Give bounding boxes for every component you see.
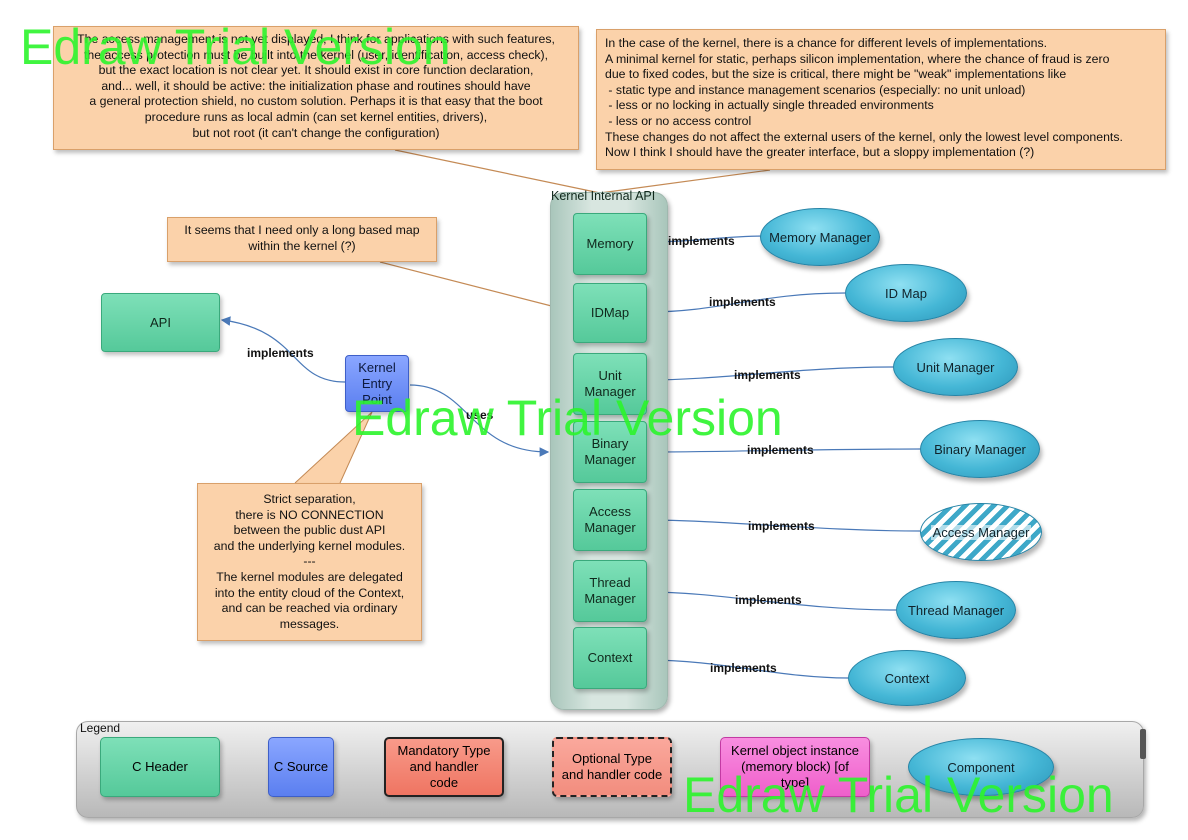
- note-kernel-levels: In the case of the kernel, there is a ch…: [596, 29, 1166, 170]
- edge-entry-kernel: [409, 384, 550, 457]
- note-line: ---: [303, 554, 316, 569]
- legend-mandatory-type: Mandatory Type and handler code: [384, 737, 504, 797]
- header-access-manager[interactable]: Access Manager: [573, 489, 647, 551]
- component-binary-manager[interactable]: Binary Manager: [920, 420, 1040, 478]
- component-label: Unit Manager: [916, 359, 995, 375]
- component-id-map[interactable]: ID Map: [845, 264, 967, 322]
- edge-idmap: [646, 292, 846, 317]
- header-memory[interactable]: Memory: [573, 213, 647, 275]
- header-label: Access Manager: [584, 504, 636, 535]
- legend-label: Mandatory Type and handler code: [397, 743, 491, 790]
- edge-label-implements: implements: [747, 443, 814, 457]
- note-line: Now I think I should have the greater in…: [605, 145, 1035, 160]
- note-line: - less or no access control: [605, 113, 752, 128]
- component-thread-manager[interactable]: Thread Manager: [896, 581, 1016, 639]
- header-binary-manager[interactable]: Binary Manager: [573, 421, 647, 483]
- legend-label: C Source: [273, 759, 329, 774]
- note-separation: Strict separation, there is NO CONNECTIO…: [197, 483, 422, 641]
- edge-label-implements: implements: [668, 234, 735, 248]
- note-line: there is NO CONNECTION: [235, 507, 384, 522]
- legend-label: Kernel object instance (memory block) [o…: [731, 743, 859, 790]
- header-context[interactable]: Context: [573, 627, 647, 689]
- note-access-management: The access management is not yet display…: [53, 26, 579, 150]
- note-line: into the entity cloud of the Context,: [214, 585, 405, 600]
- legend-label: Component: [947, 759, 1015, 775]
- edge-label-implements: implements: [709, 295, 776, 309]
- note-line: and can be reached via ordinary: [221, 601, 398, 616]
- note-line: The access management is not yet display…: [77, 32, 555, 46]
- note-line: but not root (it can't change the config…: [192, 125, 440, 140]
- header-idmap[interactable]: IDMap: [573, 283, 647, 343]
- kernel-entry-point[interactable]: Kernel Entry Point: [345, 355, 409, 412]
- note-line: procedure runs as local admin (can set k…: [144, 109, 488, 124]
- legend-optional-type: Optional Type and handler code: [552, 737, 672, 797]
- header-label: Memory: [586, 236, 634, 251]
- legend-scroll-handle[interactable]: [1140, 729, 1146, 759]
- note-line: and... well, it should be active: the in…: [101, 78, 531, 93]
- note-line: - less or no locking in actually single …: [605, 98, 934, 113]
- note-line: the access protection must be built into…: [83, 47, 549, 62]
- legend-component: Component: [908, 738, 1054, 796]
- component-memory-manager[interactable]: Memory Manager: [760, 208, 880, 266]
- legend-kernel-object-instance: Kernel object instance (memory block) [o…: [720, 737, 870, 797]
- component-unit-manager[interactable]: Unit Manager: [893, 338, 1018, 396]
- edge-access: [646, 515, 921, 532]
- header-label: Context: [587, 650, 633, 665]
- note-line: but the exact location is not clear yet.…: [98, 63, 534, 78]
- component-access-manager[interactable]: Access Manager: [920, 503, 1042, 561]
- legend-c-header: C Header: [100, 737, 220, 797]
- note-line: These changes do not affect the external…: [605, 129, 1123, 144]
- api-label: API: [150, 314, 171, 330]
- header-unit-manager[interactable]: Unit Manager: [573, 353, 647, 415]
- edge-binary: [646, 447, 921, 457]
- callout-access: [394, 149, 601, 194]
- edge-label-implements: implements: [247, 346, 314, 360]
- note-line: Strict separation,: [263, 492, 356, 506]
- header-label: Thread Manager: [584, 575, 636, 606]
- component-label: Context: [884, 670, 930, 686]
- legend-label: Optional Type and handler code: [561, 751, 663, 782]
- component-label: Thread Manager: [907, 602, 1005, 618]
- note-line: messages.: [279, 616, 340, 631]
- edge-label-implements: implements: [710, 661, 777, 675]
- header-thread-manager[interactable]: Thread Manager: [573, 560, 647, 622]
- callout-separation: [294, 411, 373, 484]
- callout-levels: [599, 169, 771, 194]
- note-line: between the public dust API: [233, 523, 386, 538]
- edge-thread: [646, 587, 897, 611]
- note-line: a general protection shield, no custom s…: [89, 94, 543, 109]
- note-line: The kernel modules are delegated: [216, 569, 403, 584]
- note-line: and the underlying kernel modules.: [213, 538, 406, 553]
- header-label: IDMap: [590, 305, 630, 320]
- edge-label-implements: implements: [735, 593, 802, 607]
- entry-point-label: Kernel Entry Point: [358, 359, 396, 407]
- component-context[interactable]: Context: [848, 650, 966, 706]
- edge-label-implements: implements: [734, 368, 801, 382]
- edge-entry-api: [220, 316, 346, 383]
- component-label: ID Map: [885, 285, 927, 301]
- header-label: Unit Manager: [584, 368, 636, 399]
- api-box[interactable]: API: [101, 293, 220, 352]
- edge-context: [646, 655, 849, 679]
- component-label: Access Manager: [930, 524, 1032, 540]
- callout-idmap: [379, 261, 576, 313]
- edge-label-uses: uses: [466, 408, 494, 422]
- edge-unit: [646, 366, 894, 385]
- legend-title: Legend: [80, 721, 121, 735]
- note-line: A minimal kernel for static, perhaps sil…: [605, 51, 1110, 66]
- header-label: Binary Manager: [584, 436, 636, 467]
- kernel-api-title: Kernel Internal API: [551, 189, 656, 203]
- note-line: within the kernel (?): [248, 238, 356, 253]
- note-line: due to fixed codes, but the size is crit…: [605, 67, 1067, 82]
- legend-c-source: C Source: [268, 737, 334, 797]
- note-line: In the case of the kernel, there is a ch…: [605, 36, 1048, 50]
- note-line: It seems that I need only a long based m…: [184, 223, 420, 237]
- component-label: Binary Manager: [934, 441, 1026, 457]
- note-idmap: It seems that I need only a long based m…: [167, 217, 437, 262]
- component-label: Memory Manager: [769, 229, 871, 245]
- edge-label-implements: implements: [748, 519, 815, 533]
- legend-label: C Header: [132, 759, 188, 774]
- note-line: - static type and instance management sc…: [605, 82, 1026, 97]
